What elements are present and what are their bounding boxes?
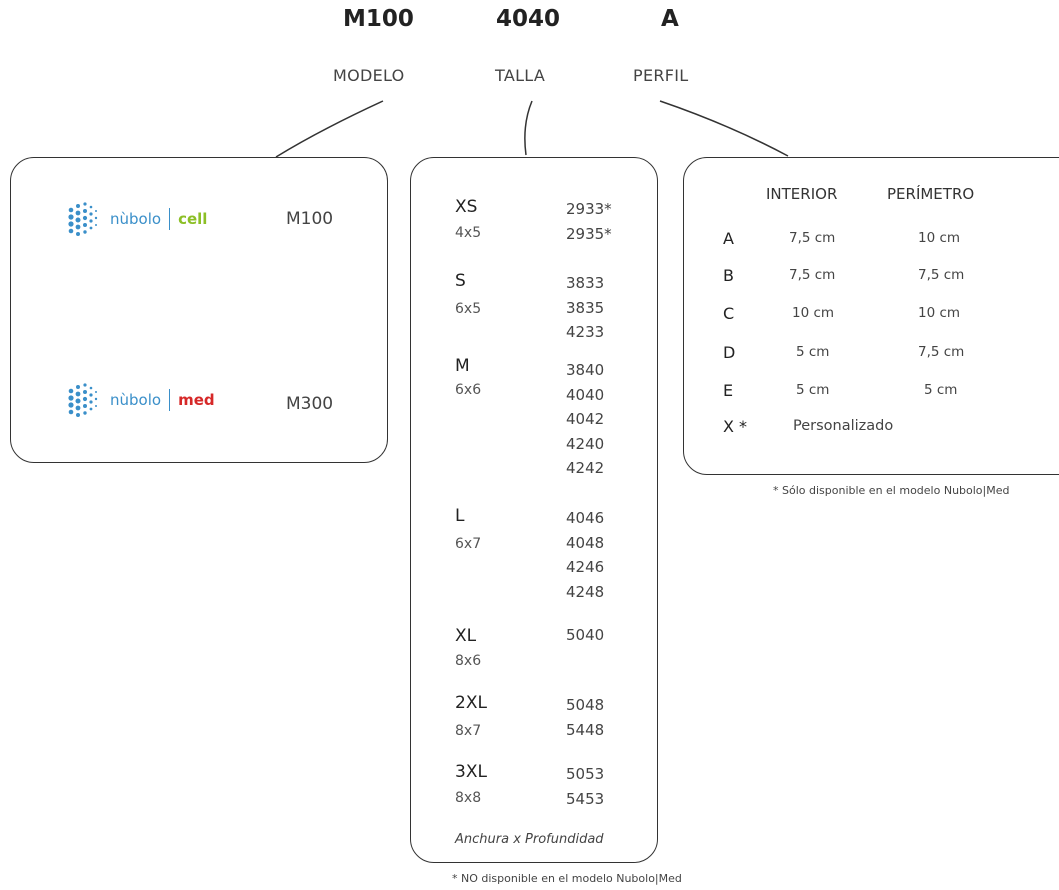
size-name-2xl: 2XL <box>455 693 487 713</box>
profile-letter: E <box>723 381 734 400</box>
sizes-box <box>410 157 658 863</box>
models-box <box>10 157 388 463</box>
nubolo-med-logo: nùbolo med <box>62 379 215 421</box>
logo-subbrand: med <box>178 391 215 409</box>
logo-wordmark: nùbolo <box>110 391 162 409</box>
model-code-m300: M300 <box>286 394 334 414</box>
connector-model <box>275 100 384 158</box>
profile-perimeter: 5 cm <box>924 382 958 398</box>
size-name-3xl: 3XL <box>455 762 487 782</box>
nubolo-cell-logo: nùbolo cell <box>62 198 207 240</box>
profile-perimeter: 10 cm <box>918 305 961 321</box>
profile-interior: 10 cm <box>792 305 835 321</box>
size-dim-2xl: 8x7 <box>455 723 482 739</box>
size-code-item: 4242 <box>566 459 605 477</box>
sizes-footer: Anchura x Profundidad <box>455 832 604 847</box>
logo-separator <box>169 208 171 230</box>
size-code-item: 4246 <box>566 558 605 576</box>
profile-custom-label: Personalizado <box>793 418 894 434</box>
size-code-list: 3840 4040 4042 4240 4242 <box>566 358 604 481</box>
model-label: MODELO <box>333 66 405 85</box>
size-code-item: 3840 <box>566 361 605 379</box>
size-code-item: 2933* <box>566 200 612 218</box>
size-code-list: 5053 5453 <box>566 762 604 811</box>
profiles-box <box>683 157 1059 475</box>
col-header-interior: INTERIOR <box>766 185 838 203</box>
profile-perimeter: 7,5 cm <box>918 267 965 283</box>
size-code-item: 5053 <box>566 765 605 783</box>
profile-perimeter: 10 cm <box>918 230 961 246</box>
size-code-list: 5040 <box>566 623 604 648</box>
logo-separator <box>169 389 171 411</box>
size-dim-s: 6x5 <box>455 301 482 317</box>
size-name-xl: XL <box>455 626 477 646</box>
size-dim-3xl: 8x8 <box>455 790 482 806</box>
profile-letter: B <box>723 266 734 285</box>
model-code: M100 <box>343 6 414 32</box>
sizes-note: * NO disponible en el modelo Nubolo|Med <box>452 872 682 885</box>
profile-perimeter: 7,5 cm <box>918 344 965 360</box>
size-code-item: 5040 <box>566 626 605 644</box>
profile-letter: A <box>723 229 734 248</box>
size-code-item: 4046 <box>566 509 605 527</box>
size-code-item: 3833 <box>566 274 605 292</box>
logo-wordmark: nùbolo <box>110 210 162 228</box>
size-code: 4040 <box>496 6 561 32</box>
size-code-item: 4040 <box>566 385 605 404</box>
size-code-item: 5448 <box>566 720 605 739</box>
connector-lines <box>275 100 789 158</box>
size-code-item: 2935* <box>566 224 612 243</box>
col-header-perimeter: PERÍMETRO <box>887 185 975 203</box>
size-name-xs: XS <box>455 197 478 217</box>
profile-code: A <box>661 6 679 32</box>
size-code-item: 5048 <box>566 696 605 714</box>
size-name-l: L <box>455 506 465 526</box>
connector-size <box>524 100 533 156</box>
size-dim-m: 6x6 <box>455 382 482 398</box>
profile-label: PERFIL <box>633 66 689 85</box>
profile-letter-custom: X * <box>723 417 748 436</box>
size-code-item: 3835 <box>566 298 605 317</box>
profile-interior: 5 cm <box>796 344 830 360</box>
size-dim-xs: 4x5 <box>455 225 482 241</box>
size-code-list: 4046 4048 4246 4248 <box>566 506 604 604</box>
profile-interior: 5 cm <box>796 382 830 398</box>
size-code-item: 4048 <box>566 533 605 552</box>
size-code-item: 4248 <box>566 582 605 601</box>
logo-subbrand: cell <box>178 210 208 228</box>
size-code-list: 3833 3835 4233 <box>566 271 604 345</box>
profile-interior: 7,5 cm <box>789 267 836 283</box>
size-dim-xl: 8x6 <box>455 653 482 669</box>
size-code-item: 4233 <box>566 323 605 341</box>
size-label: TALLA <box>495 66 546 85</box>
size-name-m: M <box>455 356 470 376</box>
size-code-list: 2933* 2935* <box>566 197 612 246</box>
profiles-note: * Sólo disponible en el modelo Nubolo|Me… <box>773 484 1010 497</box>
profile-interior: 7,5 cm <box>789 230 836 246</box>
size-code-item: 5453 <box>566 789 605 808</box>
profile-letter: D <box>723 343 736 362</box>
size-name-s: S <box>455 271 466 291</box>
size-code-list: 5048 5448 <box>566 693 604 742</box>
size-dim-l: 6x7 <box>455 536 482 552</box>
size-code-item: 4240 <box>566 434 605 453</box>
connector-profile <box>659 100 789 157</box>
dotted-sphere-icon <box>68 202 98 236</box>
profile-letter: C <box>723 304 735 323</box>
size-code-item: 4042 <box>566 410 605 428</box>
dotted-sphere-icon <box>68 383 98 417</box>
model-code-m100: M100 <box>286 209 334 229</box>
